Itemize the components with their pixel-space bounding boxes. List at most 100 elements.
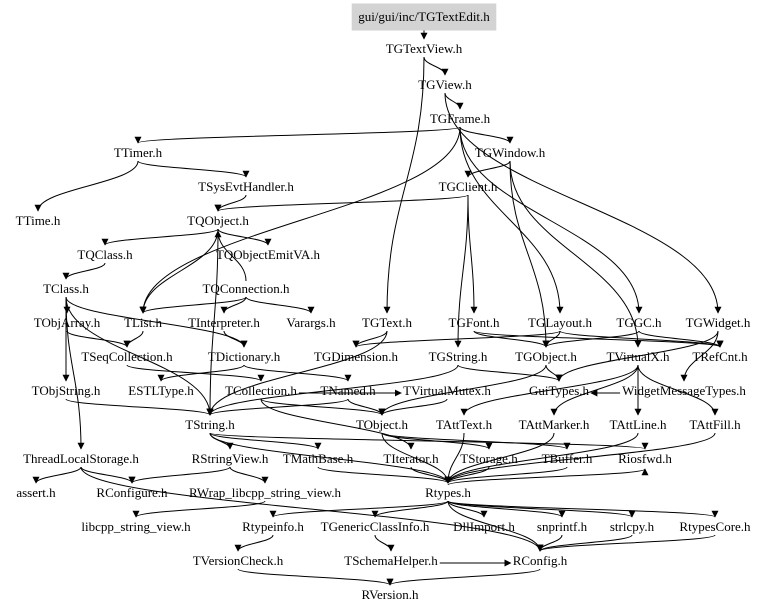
edge-tgframe-to-tgwindow [459, 126, 514, 144]
node-tattfill: TAttFill.h [689, 417, 741, 432]
edge-tqobject-to-tstring [206, 228, 219, 416]
node-tqclass: TQClass.h [77, 247, 133, 262]
node-label: TMathBase.h [283, 451, 354, 466]
node-label: TSysEvtHandler.h [198, 179, 294, 194]
node-label: RConfig.h [513, 553, 568, 568]
edge-tobject-to-tstorage [381, 432, 493, 450]
edge-tattfill-to-rtypes [444, 432, 716, 484]
node-label: TIterator.h [383, 451, 439, 466]
edge-tgclient-to-tqobject [214, 194, 469, 212]
edge-tgstring-to-tstring [206, 364, 459, 416]
node-label: ThreadLocalStorage.h [23, 451, 139, 466]
node-label: TTimer.h [114, 145, 163, 160]
node-label: strlcpy.h [610, 519, 655, 534]
edge-tdict-to-tnamed [243, 364, 352, 382]
node-varargs: Varargs.h [286, 315, 336, 330]
edge-tversion-to-rversion [237, 568, 394, 586]
node-label: TObject.h [356, 417, 409, 432]
node-label: TGWidget.h [686, 315, 751, 330]
edge-rconfig-to-rversion [386, 568, 541, 586]
node-label: TDictionary.h [208, 349, 281, 364]
node-label: TStorage.h [460, 451, 518, 466]
node-label: RWrap_libcpp_string_view.h [189, 485, 342, 500]
node-label: TVersionCheck.h [193, 553, 284, 568]
edge-tcoll-to-tobject [260, 398, 386, 416]
root-node-box [351, 3, 497, 31]
node-tlist: TList.h [124, 315, 162, 330]
node-label: TTime.h [16, 213, 61, 228]
node-label: ESTLType.h [128, 383, 194, 398]
node-tversion: TVersionCheck.h [193, 553, 284, 568]
edge-tstring-to-rtypes [209, 432, 452, 484]
edge-tvirtmutex-to-tobject [378, 398, 448, 416]
node-rtypes: Rtypes.h [425, 485, 471, 500]
node-rtypeinfo: Rtypeinfo.h [242, 519, 304, 534]
edge-tclass-to-tls [65, 296, 85, 450]
node-tinterp: TInterpreter.h [188, 315, 260, 330]
edge-tcoll-to-titer [260, 398, 415, 450]
edge-tls-to-assert [32, 466, 82, 484]
edge-rtypes-to-strlcpy [447, 500, 636, 518]
node-label: TGString.h [429, 349, 488, 364]
node-label: TAttText.h [436, 417, 493, 432]
edge-rstringview-to-rconfigure [128, 466, 231, 484]
node-label: RStringView.h [192, 451, 269, 466]
node-tstring: TString.h [185, 417, 235, 432]
node-tqemit: TQObjectEmitVA.h [216, 247, 321, 262]
edge-tls-to-rconfig [80, 466, 544, 552]
edge-tinterp-to-tdict [223, 330, 248, 348]
edge-rtypes-to-dllimport [447, 500, 488, 518]
edge-rtypescore-to-rconfig [536, 534, 716, 552]
node-label: TList.h [124, 315, 162, 330]
node-rtypescore: RtypesCore.h [679, 519, 751, 534]
node-label: TGView.h [418, 77, 472, 92]
edge-tmathbase-to-rtypes [317, 466, 452, 484]
node-label: TSeqCollection.h [81, 349, 173, 364]
node-label: DllImport.h [453, 519, 515, 534]
edge-tgobject-to-guitypes [545, 364, 563, 382]
node-label: Rtypes.h [425, 485, 471, 500]
edge-tqconn-to-tlist [139, 296, 247, 314]
node-label: TQClass.h [77, 247, 133, 262]
node-riosfwd: Riosfwd.h [618, 451, 672, 466]
edge-tobjstring-to-tstring [65, 398, 214, 416]
edge-ttimer-to-ttime [34, 160, 139, 212]
node-label: GuiTypes.h [529, 383, 590, 398]
node-tattline: TAttLine.h [609, 417, 667, 432]
node-snprintf: snprintf.h [537, 519, 588, 534]
node-label: TSchemaHelper.h [344, 553, 438, 568]
edge-tstring-to-riosfwd [209, 432, 649, 450]
edge-tqobject-to-tqclass [101, 228, 219, 246]
edge-tgview-to-tgwidget [444, 92, 722, 314]
node-label: TBuffer.h [542, 451, 593, 466]
edge-rtypes-to-rtypescore [447, 500, 719, 518]
node-tvirtmutex: TVirtualMutex.h [403, 383, 491, 398]
edge-tglayout-to-tgdim [352, 330, 561, 348]
node-label: RtypesCore.h [679, 519, 751, 534]
edge-tclass-to-tdict [65, 296, 248, 348]
node-label: libcpp_string_view.h [81, 519, 191, 534]
node-label: TClass.h [43, 281, 89, 296]
node-tmathbase: TMathBase.h [283, 451, 354, 466]
edge-rtypeinfo-to-tversion [234, 534, 274, 552]
node-tnamed: TNamed.h [320, 383, 376, 398]
node-tgenclass: TGenericClassInfo.h [321, 519, 430, 534]
edge-tvirtx-to-tattfill [637, 364, 719, 416]
edge-tqconn-to-tqobject [214, 230, 247, 282]
node-label: TGLayout.h [528, 315, 592, 330]
edge-tclass-to-tstring [65, 296, 214, 416]
node-rstringview: RStringView.h [192, 451, 269, 466]
node-titer: TIterator.h [383, 451, 439, 466]
edge-tqconn-to-tinterp [220, 296, 247, 314]
node-label: gui/gui/inc/TGTextEdit.h [358, 9, 490, 24]
node-tqobject: TQObject.h [187, 213, 249, 228]
node-tgframe: TGFrame.h [430, 111, 491, 126]
node-label: snprintf.h [537, 519, 588, 534]
node-label: TCollection.h [225, 383, 297, 398]
node-tseqcoll: TSeqCollection.h [81, 349, 173, 364]
node-tgclient: TGClient.h [439, 179, 498, 194]
node-label: Varargs.h [286, 315, 336, 330]
edge-rwrap-to-libcpp [132, 500, 266, 518]
node-tclass: TClass.h [43, 281, 89, 296]
